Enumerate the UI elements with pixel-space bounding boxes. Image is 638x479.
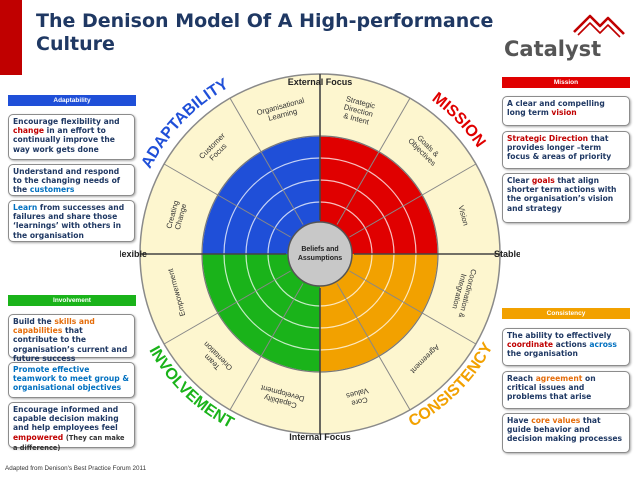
axis-label-left: Flexible: [120, 249, 147, 259]
mission-item-1: A clear and compelling long term vision: [502, 96, 630, 126]
consistency-item-3: Have core values that guide behavior and…: [502, 413, 630, 453]
center-label-line: Beliefs and: [301, 246, 338, 253]
text-run: change: [13, 126, 45, 136]
text-run: A clear and compelling long term: [507, 99, 605, 118]
divider-3: [336, 283, 411, 411]
adaptability-item-2: Understand and respond to the changing n…: [8, 164, 135, 196]
text-run: actions: [553, 340, 590, 350]
consistency-header: Consistency: [502, 308, 630, 319]
text-run: The ability to effectively: [507, 331, 612, 340]
mission-item-2: Strategic Direction that provides longer…: [502, 131, 630, 169]
text-run: empowered: [13, 432, 64, 442]
divider-12: [349, 163, 477, 238]
text-run: Encourage informed and capable decision …: [13, 405, 119, 433]
text-run: core values: [531, 416, 581, 425]
text-run: goals: [531, 176, 555, 185]
text-run: on critical issues and problems that ari…: [507, 374, 596, 402]
center-label-line: Assumptions: [298, 255, 342, 262]
involvement-item-3: Encourage informed and capable decision …: [8, 402, 135, 452]
involvement-item-2: Promote effective teamwork to meet group…: [8, 362, 135, 398]
footer-note: Adapted from Denison's Best Practice For…: [5, 465, 147, 472]
text-run: Promote effective teamwork to meet group…: [13, 365, 129, 393]
divider-2: [349, 270, 477, 345]
adaptability-item-3: Learn from successes and failures and sh…: [8, 200, 135, 242]
adaptability-header: Adaptability: [8, 95, 136, 106]
text-run: from successes and failures and share th…: [13, 203, 125, 240]
axis-label-top: External Focus: [288, 77, 353, 87]
mountain-peaks-icon: [573, 14, 625, 38]
involvement-item-1: Build the skills and capabilities that c…: [8, 314, 135, 363]
text-run: Learn: [13, 203, 38, 212]
adaptability-item-1: Encourage flexibility and change in an e…: [8, 114, 135, 160]
text-run: coordinate: [507, 340, 554, 350]
text-run: that align shorter term actions with the…: [507, 176, 617, 213]
divider-11: [336, 97, 411, 225]
involvement-header: Involvement: [8, 295, 136, 306]
quadrant-adaptability: [202, 136, 320, 254]
text-run: agreement: [535, 374, 583, 383]
text-run: Clear: [507, 176, 532, 185]
axis-label-bottom: Internal Focus: [289, 432, 351, 442]
text-run: vision: [551, 108, 577, 118]
quadrant-consistency: [320, 254, 438, 372]
consistency-item-2: Reach agreement on critical issues and p…: [502, 371, 630, 409]
text-run: Understand and respond to the changing n…: [13, 167, 121, 195]
divider-5: [229, 283, 304, 411]
text-run: customers: [29, 185, 75, 195]
denison-circle-diagram: Beliefs andAssumptionsCreatingChangeCust…: [120, 73, 520, 442]
text-run: (They can make a difference): [13, 433, 125, 452]
text-run: Build the: [13, 317, 55, 326]
divider-9: [229, 97, 304, 225]
axis-label-right: Stable: [494, 249, 520, 259]
accent-strip: [0, 0, 22, 75]
quadrant-mission: [320, 136, 438, 254]
segment-label-line: Core: [350, 395, 368, 408]
quadrant-involvement: [202, 254, 320, 372]
title-line-1: The Denison Model Of A High-performance: [36, 10, 494, 32]
text-run: Encourage flexibility and: [13, 117, 120, 126]
title-line-2: Culture: [36, 33, 115, 55]
text-run: that contribute to the organisation’s cu…: [13, 326, 128, 363]
text-run: that provides longer –term focus & areas…: [507, 134, 612, 162]
consistency-item-1: The ability to effectively coordinate ac…: [502, 328, 630, 366]
text-run: across: [589, 340, 617, 350]
divider-8: [163, 163, 291, 238]
text-run: Reach: [507, 374, 536, 383]
mission-header: Mission: [502, 77, 630, 88]
page-title: The Denison Model Of A High-performance …: [36, 10, 506, 56]
text-run: the organisation: [507, 349, 578, 359]
text-run: in an effort to continually improve the …: [13, 126, 115, 154]
text-run: Strategic Direction: [507, 134, 589, 143]
text-run: Have: [507, 416, 532, 425]
catalyst-logo: [573, 14, 625, 38]
divider-6: [163, 270, 291, 345]
logo-text: Catalyst: [504, 37, 602, 61]
mission-item-3: Clear goals that align shorter term acti…: [502, 173, 630, 223]
text-run: skills and capabilities: [13, 317, 95, 336]
text-run: that guide behavior and decision making …: [507, 416, 623, 444]
center-circle: [287, 221, 353, 287]
